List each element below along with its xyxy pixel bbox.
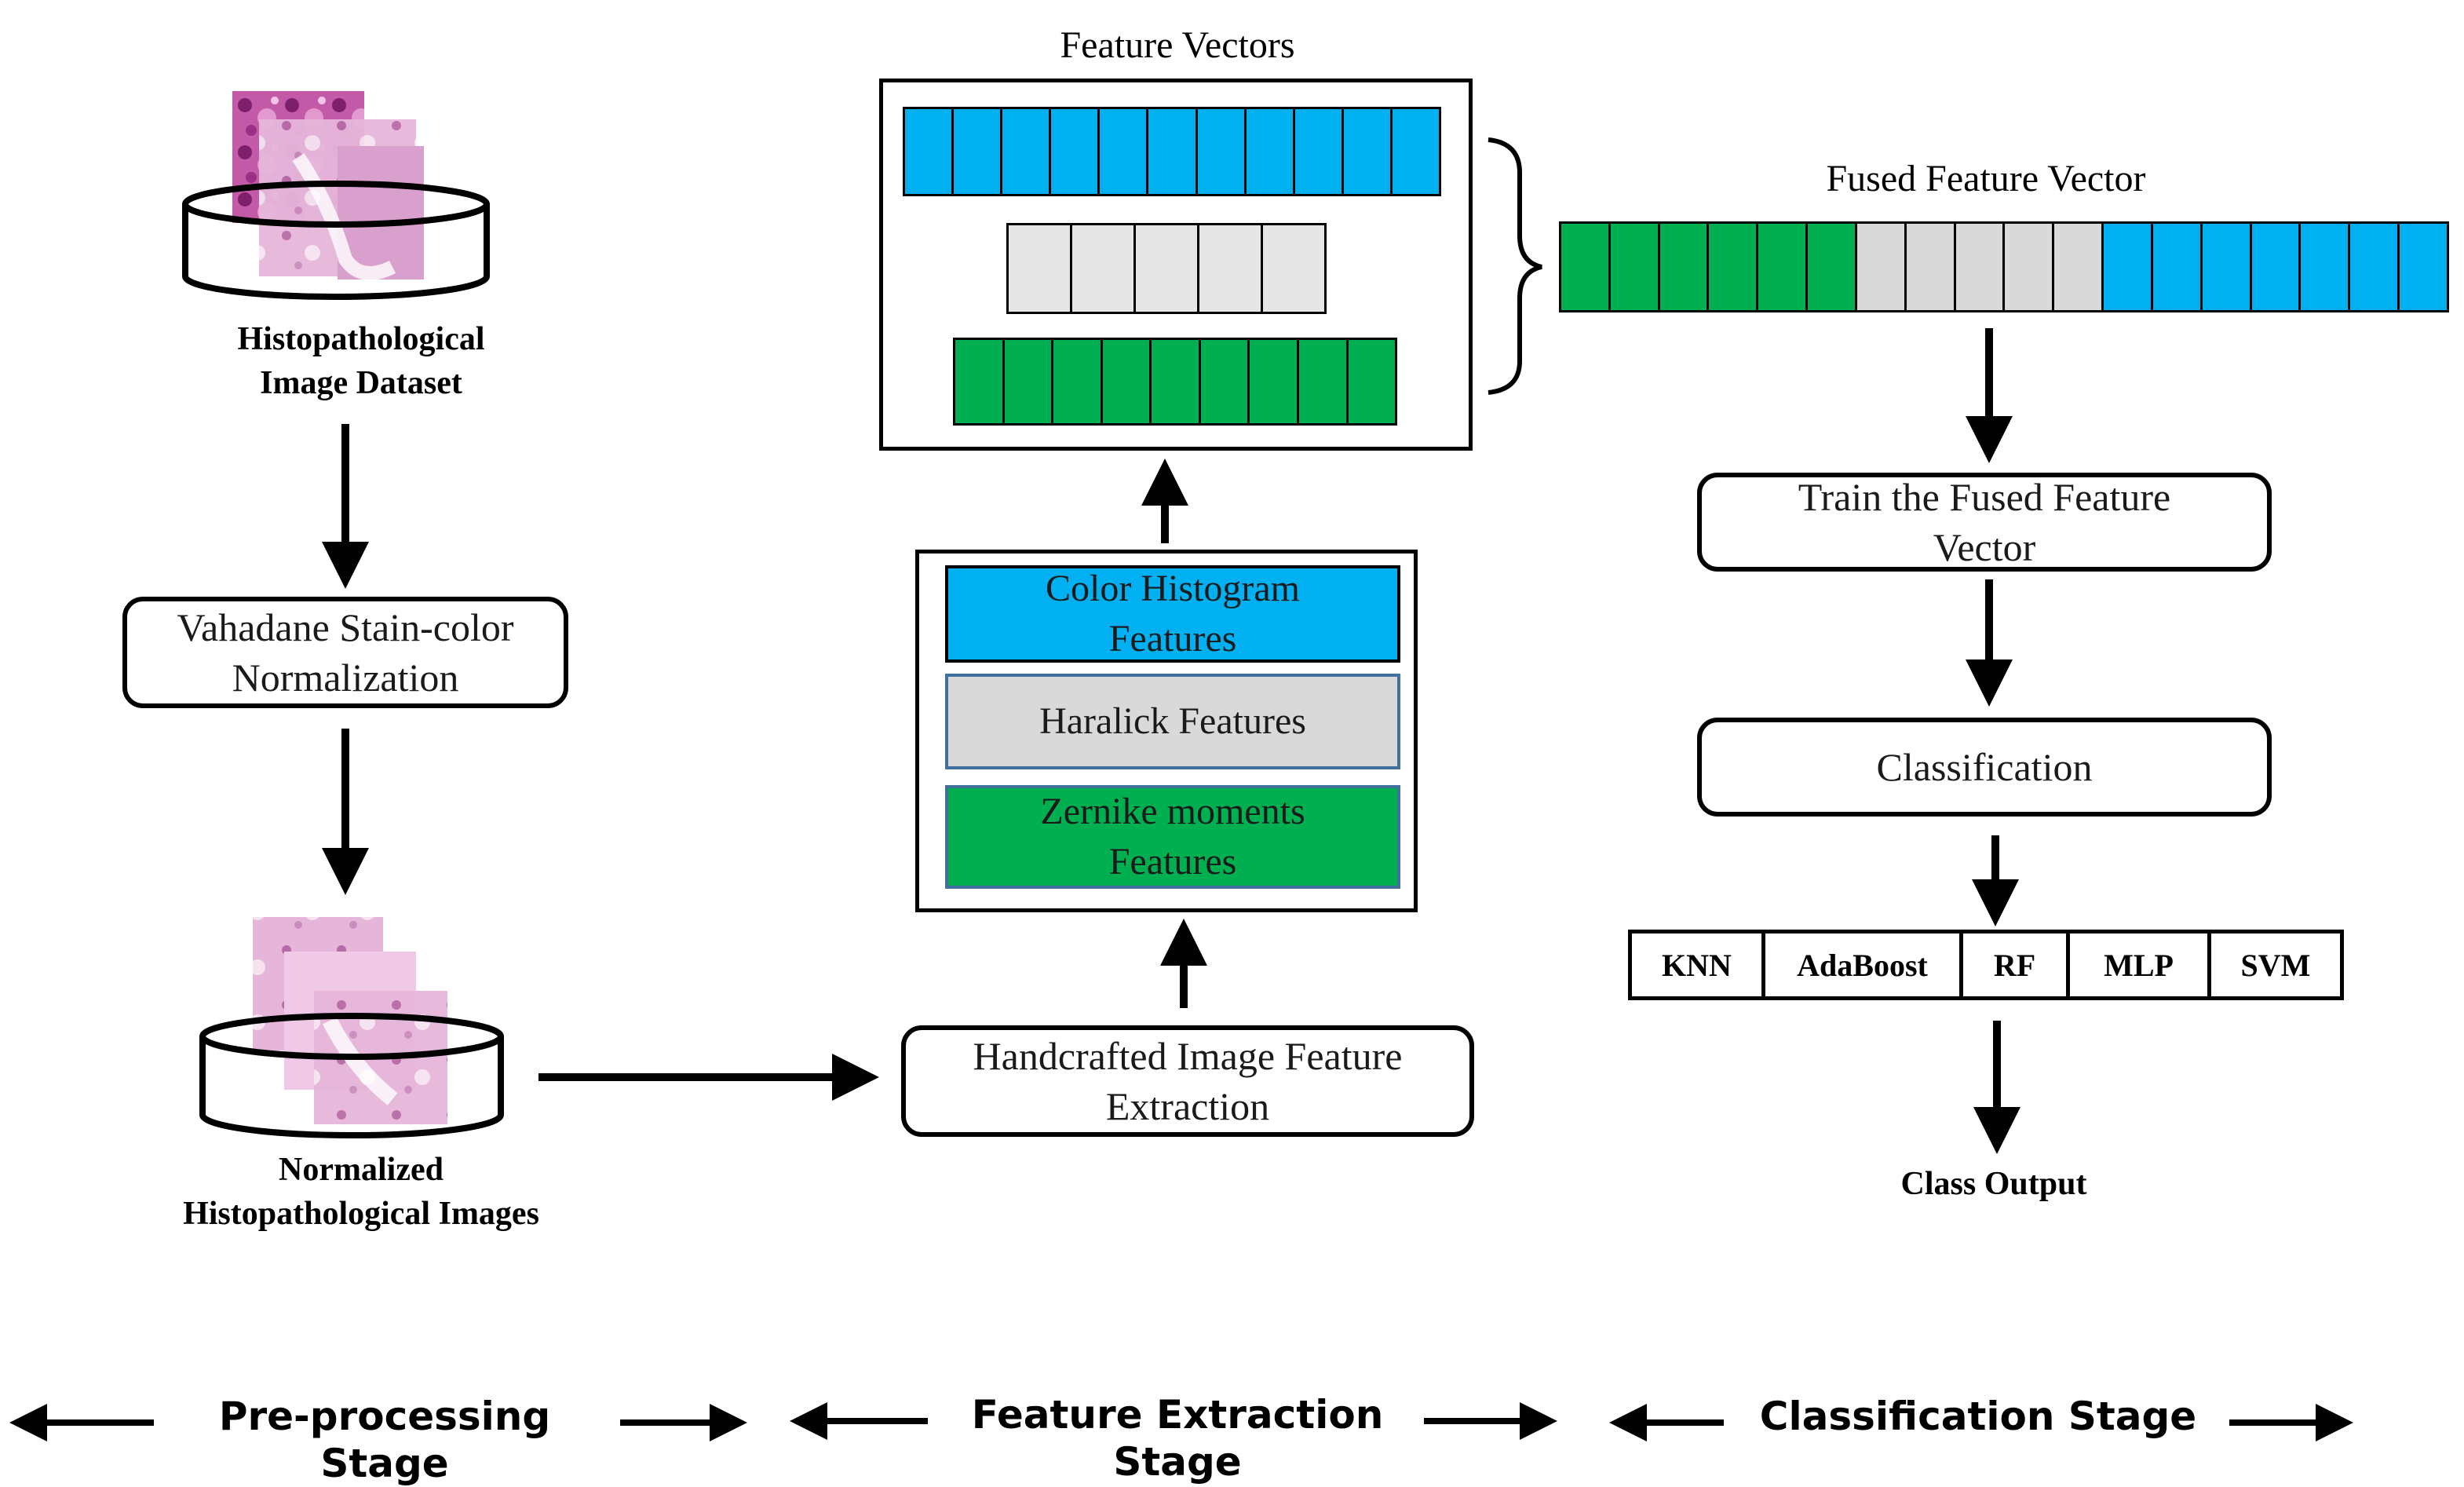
extraction-stage-label: Feature Extraction Stage xyxy=(971,1392,1384,1485)
train-box: Train the Fused Feature Vector xyxy=(1697,473,2272,572)
fused-cell-gray xyxy=(1906,224,1956,310)
color-histogram-vector xyxy=(903,107,1441,196)
classifier-mlp: MLP xyxy=(2070,933,2211,996)
vector-cell-blue xyxy=(1148,109,1198,194)
vector-cell-blue xyxy=(1197,109,1247,194)
fused-cell-blue xyxy=(2104,224,2153,310)
normalization-line2: Normalization xyxy=(232,656,459,700)
classifier-adaboost: AdaBoost xyxy=(1765,933,1963,996)
haralick-line1: Haralick Features xyxy=(1039,700,1306,742)
vector-cell-blue xyxy=(1294,109,1344,194)
vector-cell-green xyxy=(1348,340,1396,423)
classification-label: Classification xyxy=(1876,745,2093,789)
vector-cell-green xyxy=(1152,340,1201,423)
zernike-line1: Zernike moments xyxy=(1040,791,1305,832)
color-histogram-line1: Color Histogram xyxy=(1046,568,1300,609)
fused-feature-vector xyxy=(1559,221,2449,312)
class-output-label: Class Output xyxy=(1900,1166,2087,1202)
vector-cell-blue xyxy=(1002,109,1052,194)
vector-cell-green xyxy=(1200,340,1250,423)
fused-cell-gray xyxy=(1856,224,1907,310)
vector-cell-gray xyxy=(1072,225,1136,312)
vector-cell-green xyxy=(955,340,1005,423)
fused-cell-gray xyxy=(2005,224,2055,310)
vector-cell-blue xyxy=(1343,109,1393,194)
normalized-label-line2: Histopathological Images xyxy=(183,1196,539,1232)
color-histogram-line2: Features xyxy=(1108,618,1237,659)
fused-cell-gray xyxy=(2054,224,2104,310)
vector-cell-blue xyxy=(1051,109,1101,194)
vector-cell-blue xyxy=(905,109,955,194)
fused-cell-green xyxy=(1758,224,1809,310)
fused-cell-blue xyxy=(2400,224,2447,310)
tissue-image-icon xyxy=(253,917,447,1124)
fused-vector-title: Fused Feature Vector xyxy=(1826,158,2146,199)
fused-cell-blue xyxy=(2251,224,2302,310)
fused-cell-blue xyxy=(2301,224,2351,310)
feature-vectors-title: Feature Vectors xyxy=(1060,24,1295,66)
vector-cell-gray xyxy=(1199,225,1263,312)
zernike-vector xyxy=(953,338,1397,426)
vector-cell-gray xyxy=(1136,225,1199,312)
vector-cell-green xyxy=(1053,340,1103,423)
fused-cell-green xyxy=(1709,224,1759,310)
classification-stage-label: Classification Stage xyxy=(1759,1394,2197,1439)
vector-cell-green xyxy=(1102,340,1152,423)
color-histogram-features: Color Histogram Features xyxy=(945,565,1400,663)
handcrafted-extraction-box: Handcrafted Image Feature Extraction xyxy=(901,1025,1474,1137)
classifier-svm: SVM xyxy=(2240,947,2311,983)
haralick-features: Haralick Features xyxy=(945,674,1400,769)
vector-cell-blue xyxy=(954,109,1003,194)
train-line2: Vector xyxy=(1933,525,2036,569)
vector-cell-blue xyxy=(1100,109,1149,194)
vector-cell-blue xyxy=(1392,109,1440,194)
normalization-box: Vahadane Stain-color Normalization xyxy=(122,597,568,708)
fused-cell-blue xyxy=(2152,224,2203,310)
classifier-knn: KNN xyxy=(1632,933,1765,996)
fused-cell-gray xyxy=(1955,224,2006,310)
dataset-label-line1: Histopathological xyxy=(237,321,485,357)
normalization-line1: Vahadane Stain-color xyxy=(177,605,514,649)
preprocessing-stage-label: Pre-processing Stage xyxy=(218,1394,551,1486)
fused-cell-green xyxy=(1659,224,1710,310)
brace-icon xyxy=(1488,137,1542,395)
vector-cell-gray xyxy=(1009,225,1072,312)
fused-cell-blue xyxy=(2350,224,2400,310)
fused-cell-green xyxy=(1561,224,1611,310)
fused-cell-green xyxy=(1610,224,1660,310)
handcrafted-line1: Handcrafted Image Feature xyxy=(973,1034,1403,1078)
normalized-label-line1: Normalized xyxy=(279,1152,444,1188)
vector-cell-blue xyxy=(1246,109,1295,194)
normalized-label: Normalized Histopathological Images xyxy=(126,1148,597,1236)
haralick-vector xyxy=(1006,223,1327,314)
fused-cell-blue xyxy=(2202,224,2252,310)
handcrafted-line2: Extraction xyxy=(1105,1084,1270,1128)
dataset-label-line2: Image Dataset xyxy=(260,365,462,401)
vector-cell-green xyxy=(1298,340,1349,423)
zernike-features: Zernike moments Features xyxy=(945,785,1400,889)
tissue-image-icon xyxy=(232,91,424,280)
classification-box: Classification xyxy=(1697,718,2272,817)
cylinder-icon xyxy=(182,181,490,300)
zernike-line2: Features xyxy=(1108,841,1237,882)
vector-cell-green xyxy=(1250,340,1299,423)
fused-cell-green xyxy=(1808,224,1857,310)
classifier-rf: RF xyxy=(1963,933,2070,996)
train-line1: Train the Fused Feature xyxy=(1798,475,2171,519)
vector-cell-gray xyxy=(1263,225,1324,312)
classifier-table: KNN AdaBoost RF MLP SVM xyxy=(1628,930,2344,1000)
cylinder-icon xyxy=(199,1013,504,1138)
vector-cell-green xyxy=(1004,340,1054,423)
dataset-label: Histopathological Image Dataset xyxy=(157,317,565,405)
